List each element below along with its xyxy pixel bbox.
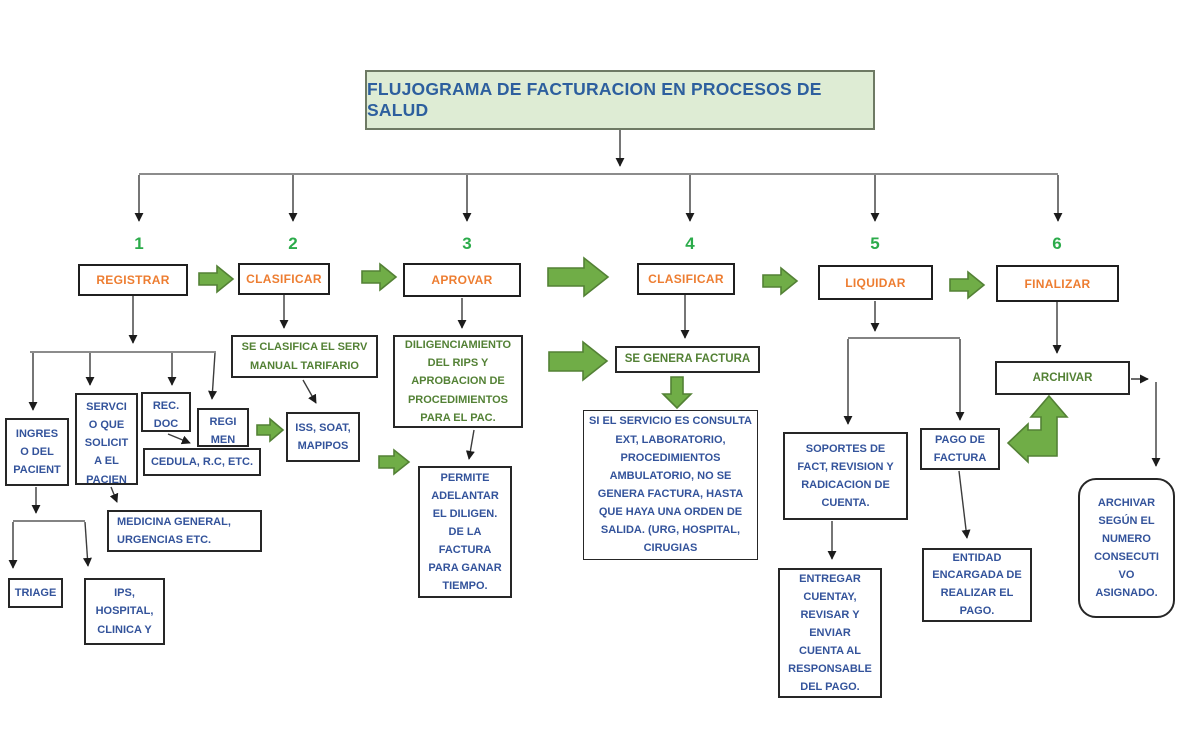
arrow-regimen-iss [256,417,285,443]
box-ips-hospital-label: IPS, HOSPITAL, CLINICA Y [95,587,154,636]
box-condicion-factura-label: SI EL SERVICIO ES CONSULTA EXT, LABORATO… [589,415,752,555]
box-iss-soat-mapipos: ISS, SOAT, MAPIPOS [286,412,360,462]
box-permite-adelantar-label: PERMITE ADELANTAR EL DILIGEN. DE LA FACT… [428,471,502,593]
box-regimen: REGI MEN [197,408,249,447]
box-archivar-label: ARCHIVAR [1032,371,1093,384]
box-ips-hospital: IPS, HOSPITAL, CLINICA Y [84,578,165,645]
arrow-into-permite [378,448,411,476]
stage-3-box: APROVAR [403,263,521,297]
box-rec-doc: REC. DOC [141,392,191,432]
arrow-stage3-stage4 [547,256,610,298]
arrow-stage4-stage5 [762,266,799,296]
box-entregar-cuenta: ENTREGAR CUENTAY, REVISAR Y ENVIAR CUENT… [778,568,882,698]
stage-4-label: CLASIFICAR [648,272,724,286]
box-regimen-label: REGI MEN [209,416,237,447]
box-servicio-solicita: SERVCI O QUE SOLICIT A EL PACIEN [75,393,138,485]
arrow-bent-archivar-pago [1006,394,1069,464]
box-soportes-factura-label: SOPORTES DE FACT, REVISION Y RADICACION … [797,442,894,510]
box-triage: TRIAGE [8,578,63,608]
box-se-genera-factura-label: SE GENERA FACTURA [624,353,751,366]
box-soportes-factura: SOPORTES DE FACT, REVISION Y RADICACION … [783,432,908,520]
stage-4-box: CLASIFICAR [637,263,735,295]
box-se-genera-factura: SE GENERA FACTURA [615,346,760,373]
box-pago-factura-label: PAGO DE FACTURA [933,433,987,464]
stage-1-box: REGISTRAR [78,264,188,296]
box-cedula-label: CEDULA, R.C, ETC. [150,455,254,468]
stage-2-box: CLASIFICAR [238,263,330,295]
box-medicina-general-label: MEDICINA GENERAL, URGENCIAS ETC. [117,515,231,546]
arrow-stage1-stage2 [198,264,235,294]
box-archivar: ARCHIVAR [995,361,1130,395]
stage-6-number: 6 [1052,234,1062,253]
box-servicio-solicita-label: SERVCI O QUE SOLICIT A EL PACIEN [84,401,129,485]
stage-1-label: REGISTRAR [96,273,170,287]
box-diligenciamiento-rips-label: DILIGENCIAMIENTO DEL RIPS Y APROBACION D… [404,339,512,424]
arrow-stage5-stage6 [949,270,986,300]
box-ingreso-paciente: INGRES O DEL PACIENT [5,418,69,486]
stage-6-box: FINALIZAR [996,265,1119,302]
box-cedula: CEDULA, R.C, ETC. [143,448,261,476]
stage-3-number: 3 [462,234,472,253]
box-entregar-cuenta-label: ENTREGAR CUENTAY, REVISAR Y ENVIAR CUENT… [788,572,872,694]
box-diligenciamiento-rips: DILIGENCIAMIENTO DEL RIPS Y APROBACION D… [393,335,523,428]
arrow-mid-col3-col4 [548,340,609,382]
box-iss-soat-mapipos-label: ISS, SOAT, MAPIPOS [295,421,351,452]
box-archivar-consecutivo: ARCHIVAR SEGÚN EL NUMERO CONSECUTI VO AS… [1078,478,1175,618]
stage-1-number: 1 [134,234,144,253]
box-clasifica-manual-tarifario: SE CLASIFICA EL SERV MANUAL TARIFARIO [231,335,378,378]
box-medicina-general: MEDICINA GENERAL, URGENCIAS ETC. [107,510,262,552]
box-archivar-consecutivo-label: ARCHIVAR SEGÚN EL NUMERO CONSECUTI VO AS… [1094,496,1159,600]
box-clasifica-manual-tarifario-label: SE CLASIFICA EL SERV MANUAL TARIFARIO [241,341,368,372]
box-ingreso-paciente-label: INGRES O DEL PACIENT [13,427,61,477]
top-tree-connectors [134,130,1063,222]
arrow-stage2-stage3 [361,262,398,292]
stage-3-label: APROVAR [431,273,493,287]
stage-6-label: FINALIZAR [1024,276,1091,291]
stage-4-number: 4 [685,234,695,253]
diagram-title-label: FLUJOGRAMA DE FACTURACION EN PROCESOS DE… [367,79,822,120]
box-condicion-factura: SI EL SERVICIO ES CONSULTA EXT, LABORATO… [583,410,758,560]
diagram-title: FLUJOGRAMA DE FACTURACION EN PROCESOS DE… [365,70,875,130]
arrow-genera-down [661,376,693,410]
box-pago-factura: PAGO DE FACTURA [920,428,1000,470]
stage-5-box: LIQUIDAR [818,265,933,300]
box-triage-label: TRIAGE [14,586,57,599]
stage-5-label: LIQUIDAR [845,275,906,290]
stage-5-number: 5 [870,234,880,253]
box-permite-adelantar: PERMITE ADELANTAR EL DILIGEN. DE LA FACT… [418,466,512,598]
box-entidad-pago: ENTIDAD ENCARGADA DE REALIZAR EL PAGO. [922,548,1032,622]
stage-2-label: CLASIFICAR [246,272,322,286]
box-rec-doc-label: REC. DOC [152,400,180,431]
box-entidad-pago-label: ENTIDAD ENCARGADA DE REALIZAR EL PAGO. [932,551,1022,617]
stage-2-number: 2 [288,234,298,253]
